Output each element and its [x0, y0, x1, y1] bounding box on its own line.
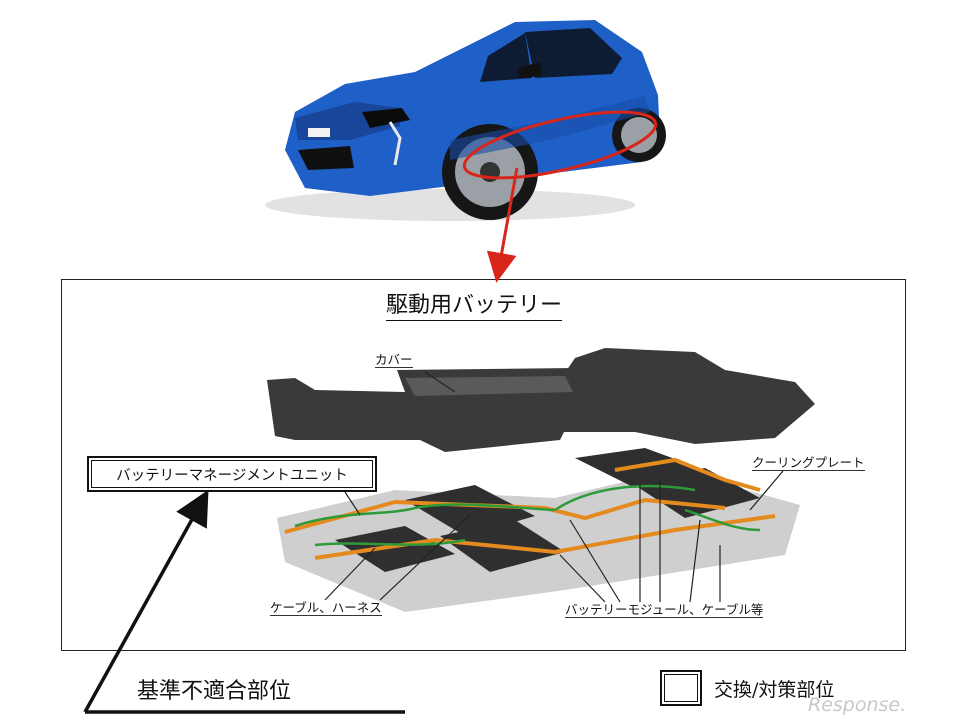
- battery-module-label: バッテリーモジュール、ケーブル等: [565, 602, 764, 618]
- nonconforming-pointer-arrow: [83, 489, 209, 713]
- car-illustration: [265, 20, 666, 221]
- highlight-ring: [462, 110, 658, 180]
- watermark: Response.: [808, 694, 907, 716]
- battery-title: 駆動用バッテリー: [386, 292, 563, 321]
- cooling-plate-label: クーリングプレート: [752, 455, 865, 471]
- replacement-label: 交換/対策部位: [714, 679, 835, 701]
- bmu-label-box: バッテリーマネージメントユニット: [87, 456, 377, 492]
- cable-harness-label: ケーブル、ハーネス: [270, 600, 382, 616]
- cover-label: カバー: [375, 352, 413, 368]
- replacement-legend-inner: [664, 674, 698, 702]
- battery-pack-illustration: [267, 348, 815, 612]
- bmu-label: バッテリーマネージメントユニット: [91, 460, 373, 488]
- red-pointer-arrow: [486, 167, 519, 283]
- battery-diagram-frame: [61, 279, 906, 651]
- nonconforming-label: 基準不適合部位: [137, 679, 292, 704]
- replacement-legend-box: [660, 670, 702, 706]
